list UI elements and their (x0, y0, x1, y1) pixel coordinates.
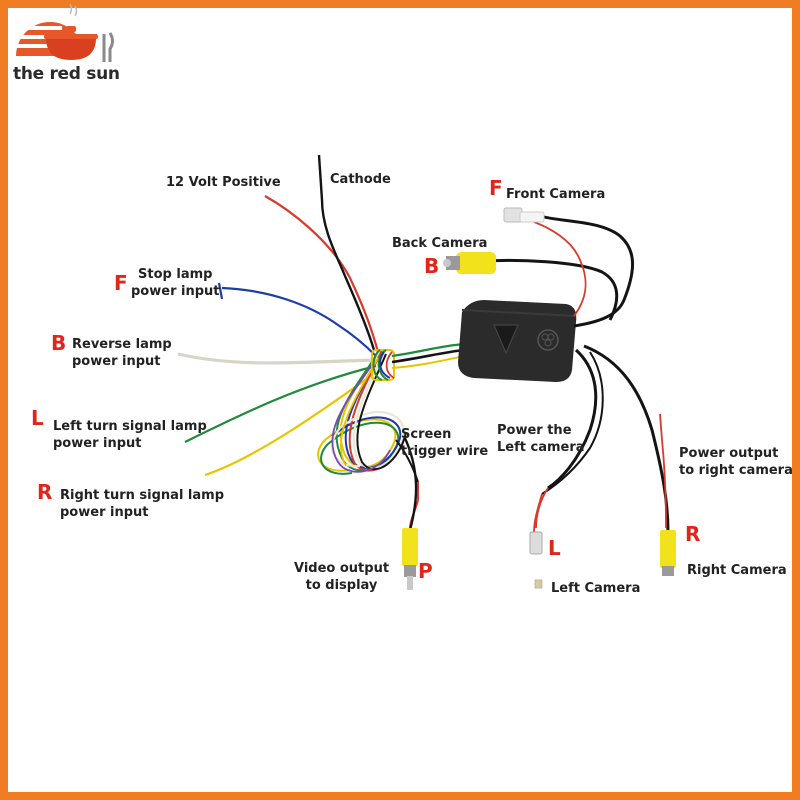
label-right-turn: Right turn signal lamp power input (60, 488, 225, 520)
tag-stop: F (114, 271, 128, 295)
label-power-right: Power output to right camera (679, 446, 793, 478)
label-left-turn: Left turn signal lamp power input (53, 419, 207, 451)
label-left-camera: Left Camera (551, 581, 641, 596)
label-power-left: Power the Left camera (497, 423, 585, 455)
label-right-camera: Right Camera (687, 563, 787, 578)
label-stop-lamp: Stop lamp power input (131, 267, 220, 299)
tag-left-camera: L (548, 536, 561, 560)
left-camera-connector (529, 531, 543, 589)
white-wire (177, 352, 377, 365)
tag-right-camera: R (685, 522, 701, 546)
right-camera-rca (660, 530, 676, 576)
back-camera-rca (443, 252, 496, 274)
tag-right-turn: R (37, 480, 53, 504)
label-back-camera: Back Camera (392, 236, 488, 251)
blue-wire (217, 282, 377, 357)
tag-left-turn: L (31, 406, 44, 430)
black-wire (317, 154, 376, 351)
video-output-rca (402, 528, 418, 590)
logo-icon (16, 3, 114, 62)
label-screen-trigger: Screen trigger wire (401, 427, 489, 459)
tag-back: B (424, 254, 440, 278)
label-12-volt-positive: 12 Volt Positive (166, 175, 281, 190)
label-reverse-lamp: Reverse lamp power input (72, 337, 172, 369)
tag-front: F (489, 176, 503, 200)
front-camera-connector (503, 207, 545, 223)
brand-name: the red sun (13, 64, 120, 84)
tag-reverse: B (51, 331, 67, 355)
label-front-camera: Front Camera (506, 187, 606, 202)
control-module (458, 300, 577, 382)
label-cathode: Cathode (330, 172, 391, 187)
green-wire (184, 364, 377, 443)
label-video-output: Video output to display (294, 561, 390, 593)
yellow-wire (204, 371, 377, 477)
tag-video: P (418, 559, 433, 583)
red-wire (264, 195, 380, 353)
